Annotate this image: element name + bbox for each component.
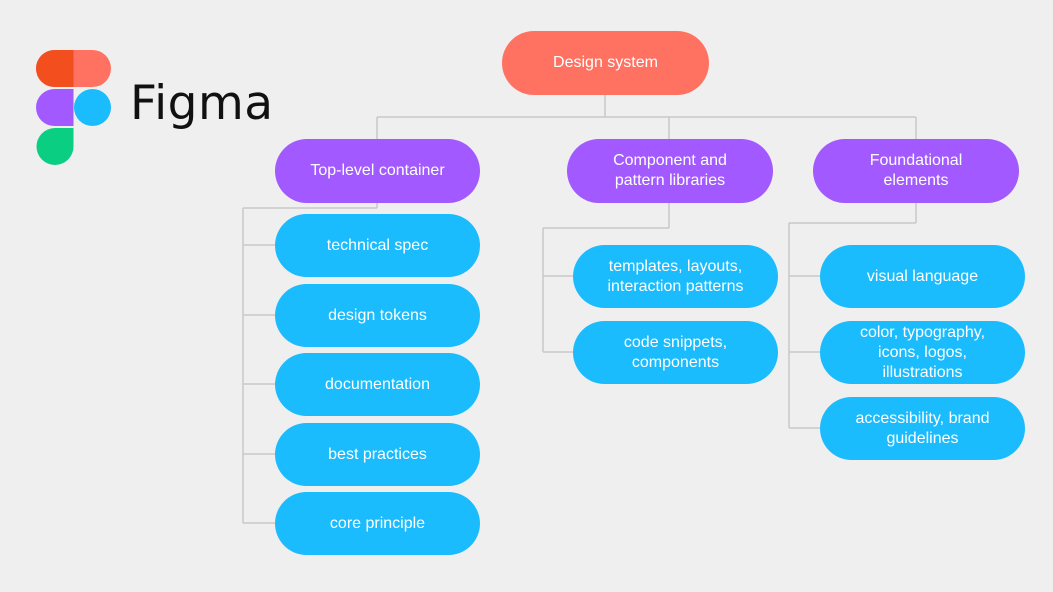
leaf-node-label: code snippets, components [623,333,728,371]
leaf-node-accessibility-brand: accessibility, brand guidelines [820,397,1025,460]
category-node-component-pattern-libraries: Component and pattern libraries [567,139,773,203]
leaf-node-label: best practices [328,445,427,463]
leaf-node-label: color, typography, icons, logos, illustr… [859,323,986,381]
root-node-label: Design system [553,54,658,71]
leaf-node-design-tokens: design tokens [275,284,480,347]
leaf-node-core-principle: core principle [275,492,480,555]
category-node-foundational-elements: Foundational elements [813,139,1019,203]
leaf-node-label: technical spec [326,236,429,254]
leaf-node-label: accessibility, brand guidelines [855,409,990,447]
leaf-node-templates-layouts: templates, layouts, interaction patterns [573,245,778,308]
category-node-label: Top-level container [310,162,445,179]
leaf-node-label: documentation [325,375,430,393]
leaf-node-label: templates, layouts, interaction patterns [607,257,744,295]
leaf-node-color-typography: color, typography, icons, logos, illustr… [820,321,1025,384]
category-node-label: Component and pattern libraries [613,152,727,189]
leaf-node-documentation: documentation [275,353,480,416]
figma-logo-text: Figma [130,76,274,131]
leaf-node-label: visual language [866,267,979,285]
leaf-node-visual-language: visual language [820,245,1025,308]
leaf-node-code-snippets: code snippets, components [573,321,778,384]
root-node-design-system: Design system [502,31,709,95]
category-node-top-level-container: Top-level container [275,139,480,203]
leaf-node-label: design tokens [328,306,427,324]
leaf-node-technical-spec: technical spec [275,214,480,277]
category-node-label: Foundational elements [869,152,963,189]
figma-logo-icon [36,50,111,165]
leaf-node-label: core principle [329,514,426,532]
leaf-node-best-practices: best practices [275,423,480,486]
